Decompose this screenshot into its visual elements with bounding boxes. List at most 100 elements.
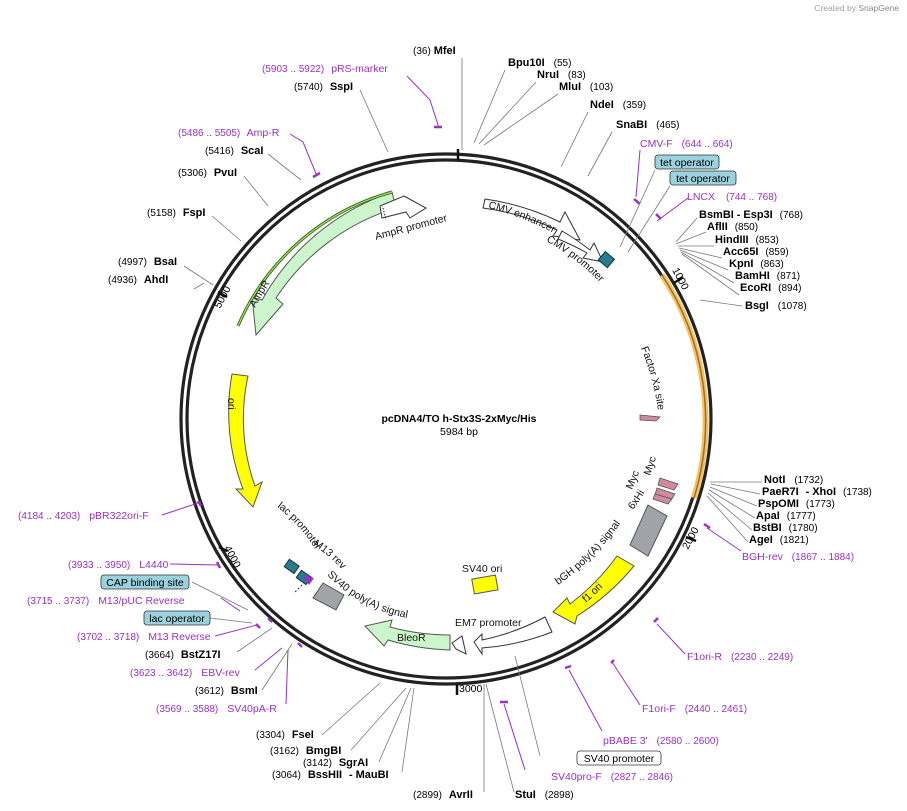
cmv-promoter-arrow[interactable] [557,230,604,263]
enzyme-bsgi-coord: (1078) [778,301,807,312]
em7-promoter-arrow[interactable] [473,616,553,656]
sv40-ori-block[interactable] [471,574,499,595]
primer-sv40pa-r-coord: (3569 .. 3588) [156,704,218,715]
svg-text:Bpu10I (55): Bpu10I (55) [508,57,571,69]
enzyme-bstbi-name: BstBI [753,522,782,534]
svg-text:HindIII (853): HindIII (853) [715,234,779,246]
primer-ebv-rev-coord: (3623 .. 3642) [130,668,192,679]
svg-text:Factor Xa site: Factor Xa site [638,345,667,411]
ampr-promoter-arrow[interactable] [379,195,427,219]
enzyme-fsei-name: FseI [292,729,314,741]
svg-text:(5158) FspI: (5158) FspI [147,207,205,219]
enzyme-ecori-coord: (894) [778,283,801,294]
enzyme-fspi-name: FspI [183,207,206,219]
enzyme-bpu10i-coord: (55) [554,58,572,69]
enzyme-mlui-coord: (103) [590,82,613,93]
tet-operator-mark[interactable] [597,250,616,269]
svg-text:NruI (83): NruI (83) [537,69,586,81]
primer-f1ori-r-coord: (2230 .. 2249) [731,652,793,663]
svg-text:(4184 .. 4203) pBR322ori-F: (4184 .. 4203) pBR322ori-F [18,510,149,522]
snapgene-credit: Created by SnapGene [814,3,899,13]
boxed-sv40-promoter: SV40 promoter [584,753,655,765]
enzyme-bamhi-coord: (871) [777,271,800,282]
tick-marks [217,149,697,695]
svg-text:StuI (2898): StuI (2898) [515,789,574,801]
enzyme-snabi-name: SnaBI [616,119,647,131]
enzyme-aflii-name: AflII [707,221,728,233]
svg-text:MluI (103): MluI (103) [559,81,613,93]
enzyme-apai-name: ApaI [756,510,780,522]
primer-lncx-name: LNCX [687,191,715,203]
enzyme-bsai-name: BsaI [154,256,177,268]
enzyme-pvui-name: PvuI [214,167,237,179]
f1-ori-arrow[interactable] [552,555,635,625]
enzyme-paer7i-coord: (1738) [843,487,872,498]
lac-promoter-label: lac promoter [275,500,324,552]
enzyme-aflii-coord: (850) [735,222,758,233]
enzyme-bsmi-coord: (3612) [195,686,224,697]
primer-sv40pro-f-coord: (2827 .. 2846) [611,772,673,783]
enzyme-hindiii-name: HindIII [715,234,749,246]
svg-text:(3064) BssHII - MauBI: (3064) BssHII - MauBI [272,769,389,781]
svg-text:(4936) AhdI: (4936) AhdI [108,274,168,286]
enzyme-scai-name: ScaI [241,145,264,157]
primer-m13puc-name: M13/pUC Reverse [98,595,185,607]
tick-label-3000: 3000 [459,683,483,695]
svg-text:(36) MfeI: (36) MfeI [413,45,456,57]
ampr-arrow[interactable] [251,191,397,337]
enzyme-bsmi-name: BsmI [231,685,258,697]
svg-text:(3142) SgrAI: (3142) SgrAI [303,757,368,769]
m13-rev-mark[interactable] [303,575,314,585]
boxed-cap-binding-site: CAP binding site [106,577,184,589]
sv40-polya-block[interactable] [312,582,345,611]
enzyme-bstz17i-coord: (3664) [145,650,174,661]
svg-text:Myc: Myc [642,455,659,477]
enzyme-hindiii-coord: (853) [756,235,779,246]
factor-xa-site-mark[interactable] [639,414,661,422]
primer-leader-lines [161,75,742,771]
primer-labels: (5903 .. 5922) pRS-marker (5486 .. 5505)… [18,63,854,783]
enzyme-xhoi-name: XhoI [812,486,836,498]
enzyme-bmgbi-name: BmgBI [306,745,341,757]
primer-m13rev-name: M13 Reverse [148,631,211,643]
ampr-highlight-glow [237,191,393,327]
primer-ebv-rev-name: EBV-rev [201,667,240,679]
lac-operator-mark[interactable] [283,558,300,575]
primer-pbabe3-name: pBABE 3' [603,735,648,747]
svg-text:ApaI (1777): ApaI (1777) [756,510,816,522]
bleor-arrow[interactable] [364,619,451,651]
primer-marks [196,125,711,704]
svg-text:NdeI (359): NdeI (359) [590,99,646,111]
enzyme-ndei-name: NdeI [590,99,614,111]
svg-text:lac promoter: lac promoter [275,500,324,552]
enzyme-kpni-name: KpnI [729,258,753,270]
enzyme-labels: (36) MfeI Bpu10I (55) NruI (83) MluI (10… [108,45,872,801]
boxed-lac-operator: lac operator [149,613,205,625]
primer-sv40pa-r-name: SV40pA-R [227,703,277,715]
myc-label-2: Myc [642,455,659,477]
svg-text:EcoRI (894): EcoRI (894) [740,282,801,294]
enzyme-acc65i-name: Acc65I [723,246,758,258]
svg-text:F1ori-R (2230 .. 2249): F1ori-R (2230 .. 2249) [687,651,793,663]
svg-text:Acc65I (859): Acc65I (859) [723,246,789,258]
primer-pbabe3-coord: (2580 .. 2600) [657,736,719,747]
svg-text:AgeI (1821): AgeI (1821) [749,534,809,546]
svg-text:AflII (850): AflII (850) [707,221,758,233]
bgh-polya-block[interactable] [629,504,668,557]
ori-label: ori [225,398,237,410]
plasmid-name: pcDNA4/TO h-Stx3S-2xMyc/His [381,413,536,425]
svg-text:PspOMI (1773): PspOMI (1773) [758,498,835,510]
enzyme-bsmbi-coord: (768) [780,210,803,221]
boxed-leader-lines [191,169,671,757]
ori-arrow[interactable] [228,373,263,508]
factor-xa-highlight-edge [661,274,707,499]
myc-tag-1[interactable] [657,477,679,491]
his-tag[interactable] [652,493,673,505]
plasmid-length: 5984 bp [440,426,478,438]
svg-text:Myc: Myc [624,469,642,491]
svg-text:KpnI (863): KpnI (863) [729,258,784,270]
primer-l4440-coord: (3933 .. 3950) [68,560,130,571]
snapgene-brand: SnapGene [858,3,899,13]
enzyme-noti-coord: (1732) [794,475,823,486]
enzyme-bsgi-name: BsgI [745,300,769,312]
